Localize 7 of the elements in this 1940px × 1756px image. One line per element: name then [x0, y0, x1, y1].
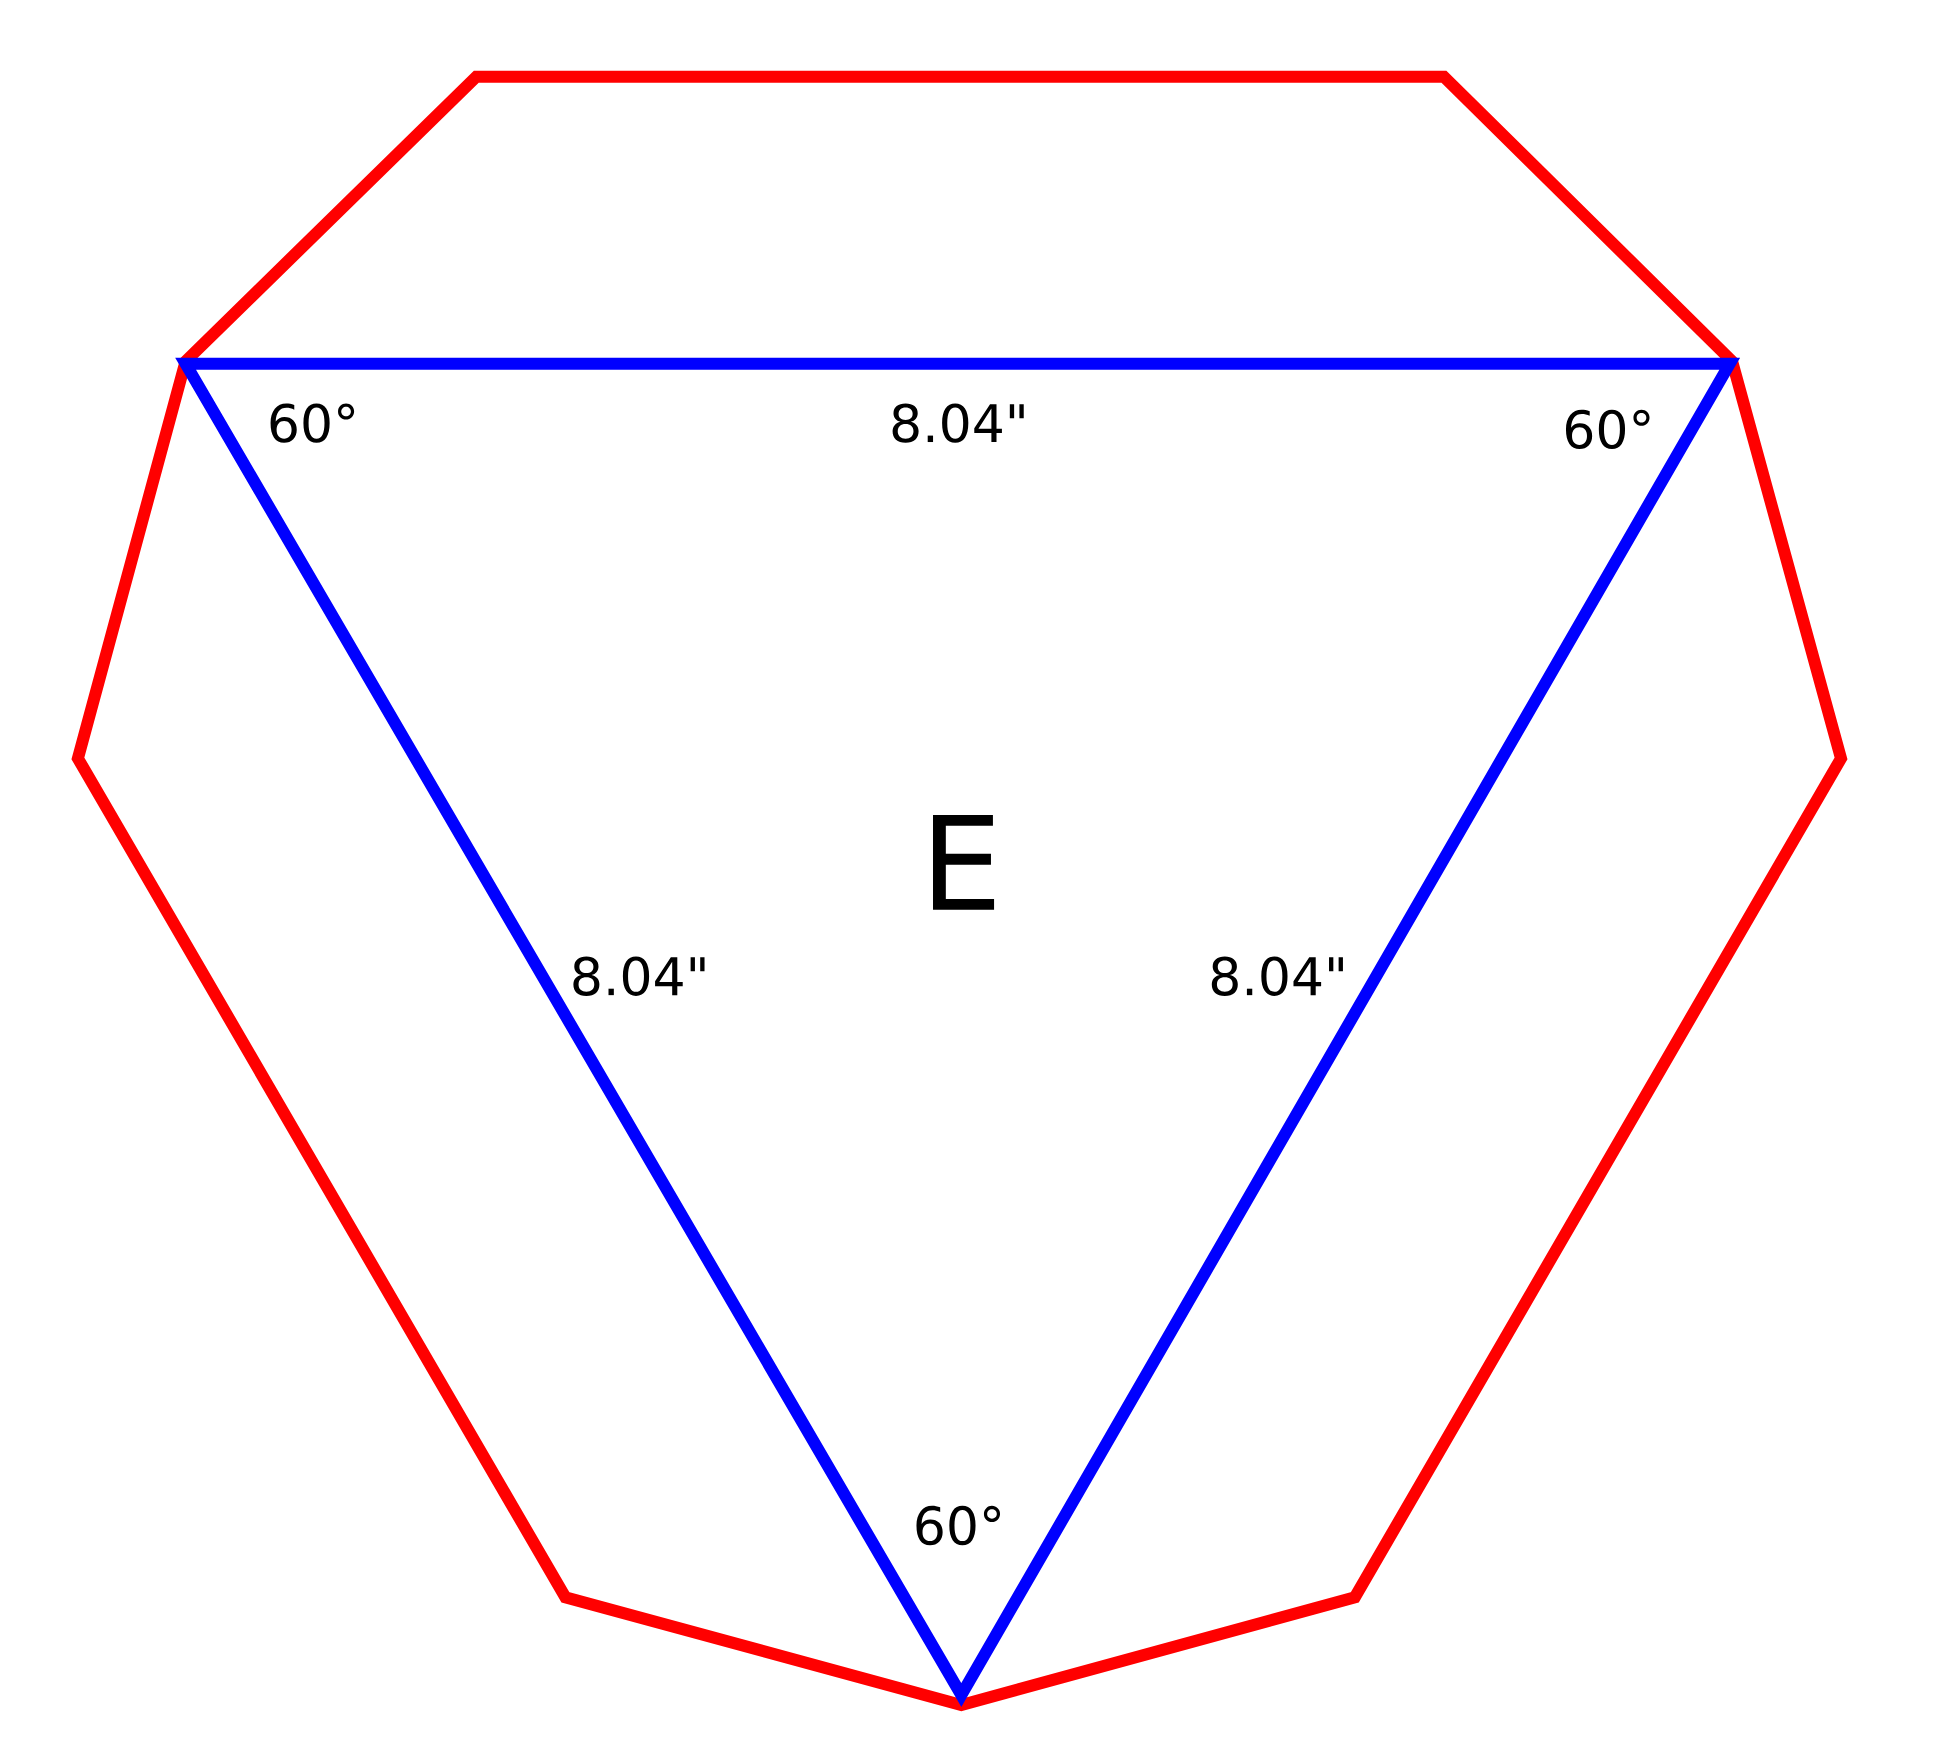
- angle-label: 60°: [270, 403, 355, 443]
- face-label: E: [933, 815, 995, 910]
- dimension-label: 8.04": [892, 403, 1024, 443]
- angle-label: 60°: [916, 1505, 1000, 1546]
- dimension-label: 8.04": [573, 956, 705, 996]
- dimension-label: 8.04": [1211, 956, 1343, 996]
- angle-label: 60°: [1566, 409, 1650, 449]
